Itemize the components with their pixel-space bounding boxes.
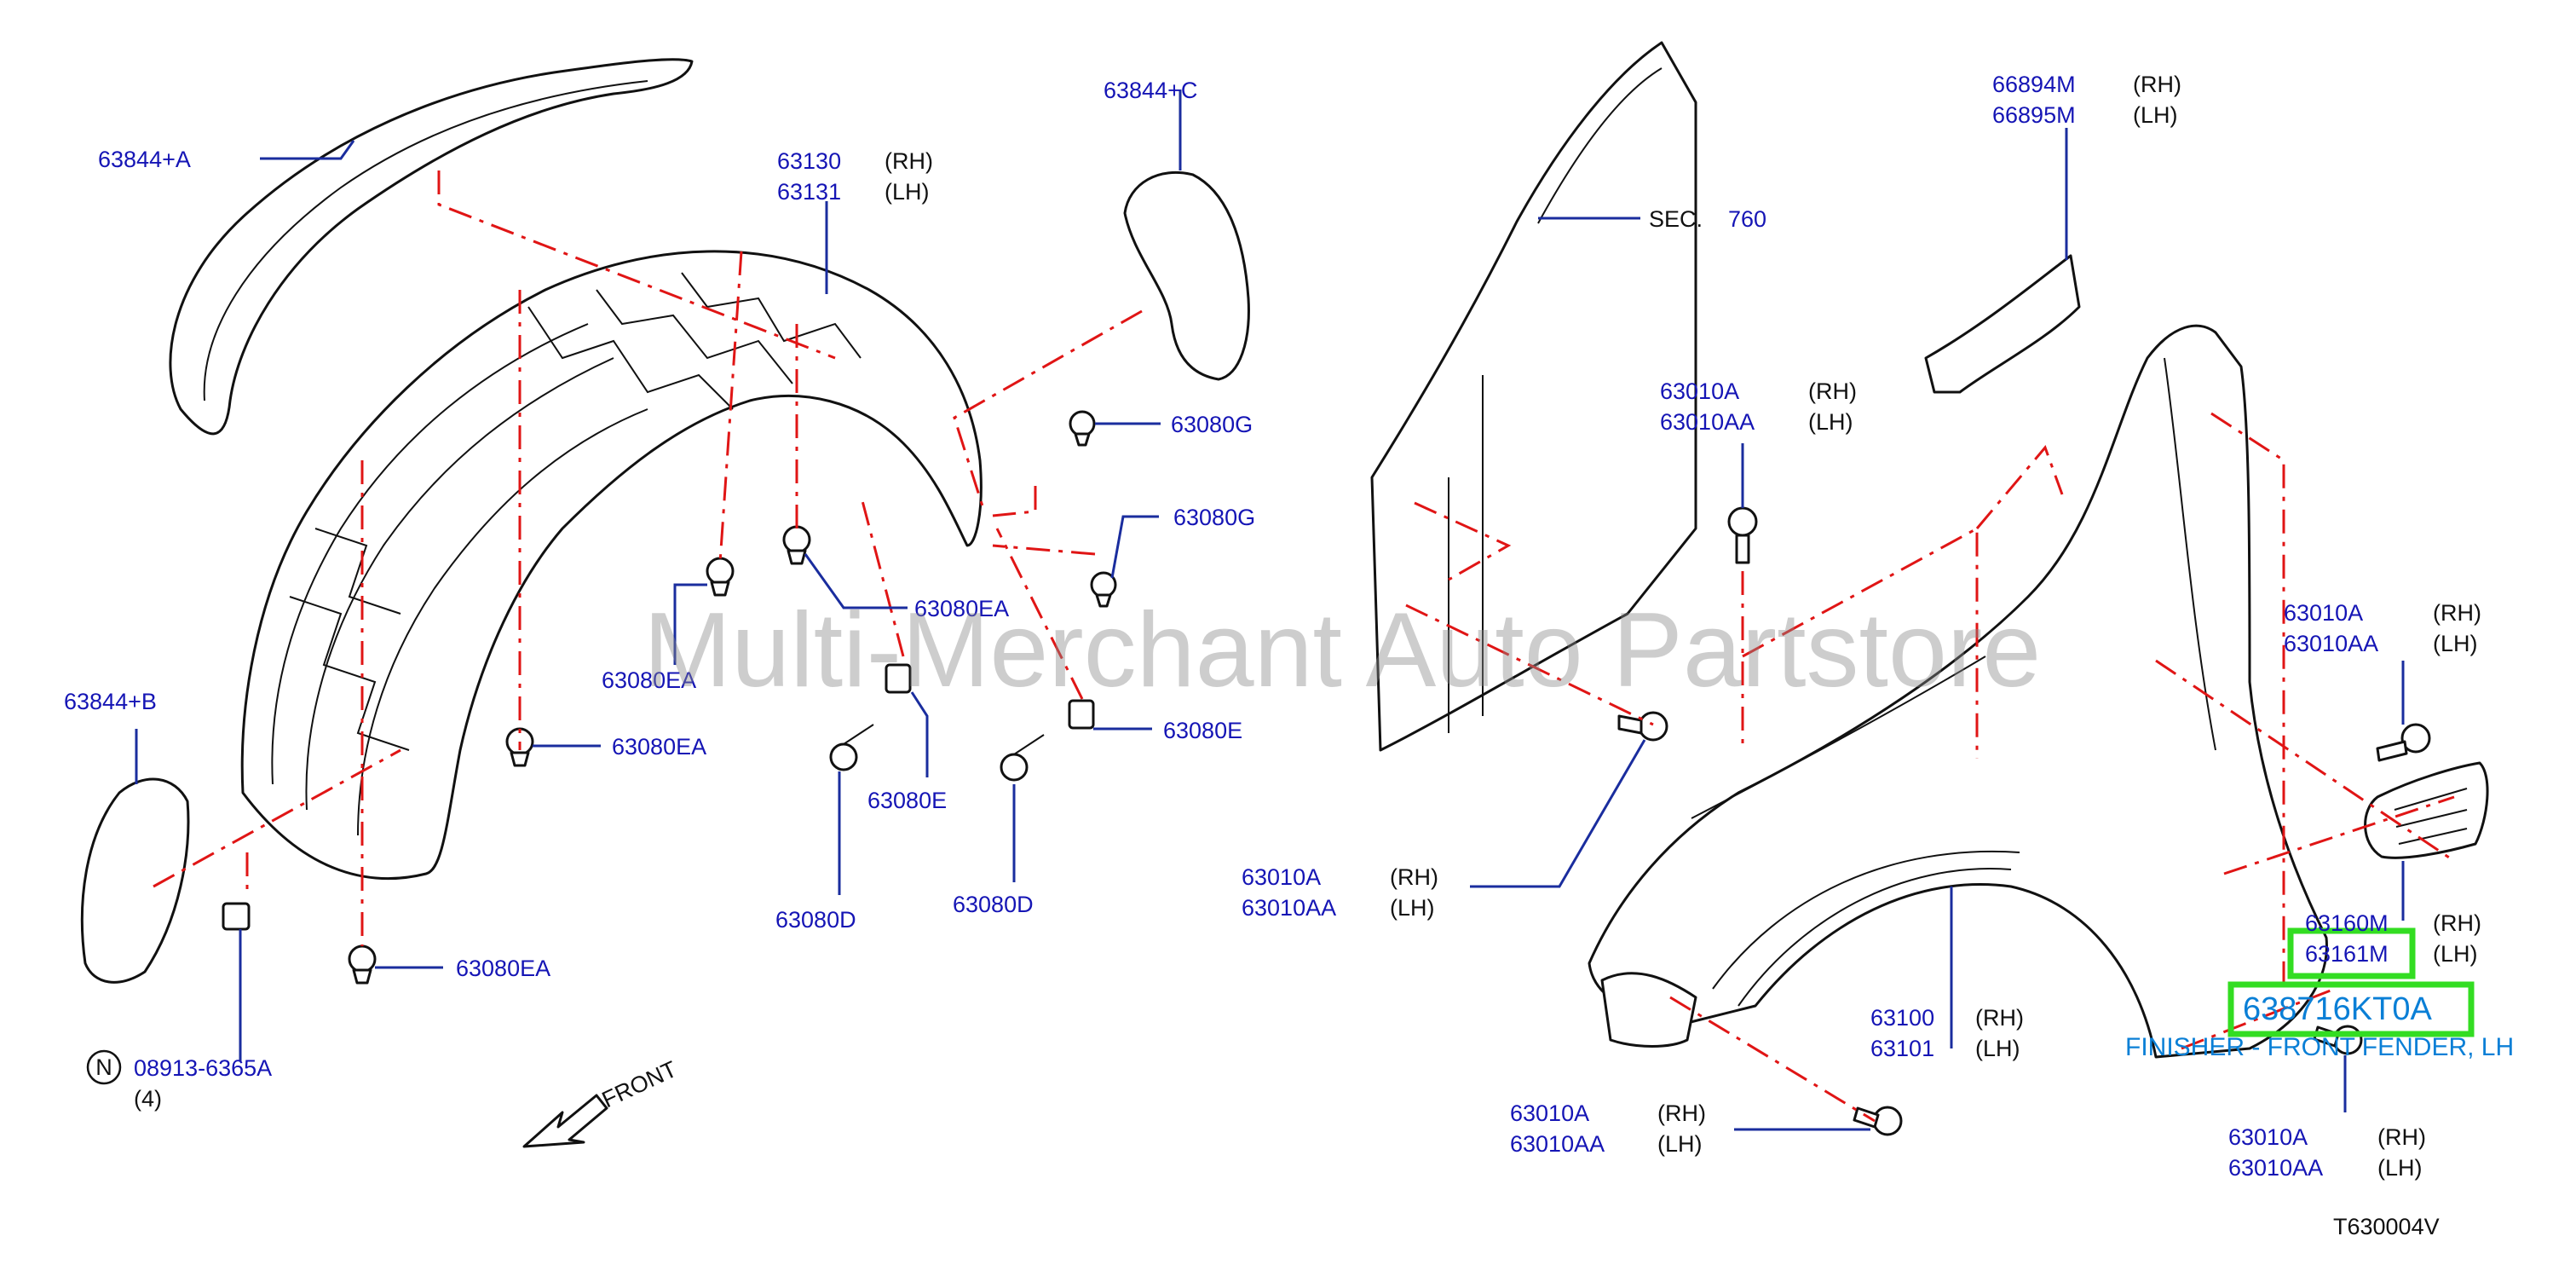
label-63161m-lh: (LH) <box>2433 941 2478 967</box>
front-protector-part[interactable] <box>1123 170 1250 381</box>
phantom-lines-right <box>1405 412 2455 1123</box>
bolt-63010-right[interactable] <box>2376 723 2431 762</box>
label-63100-rh: (RH) <box>1975 1005 2024 1031</box>
nut-63080e-1[interactable] <box>885 663 912 694</box>
label-63010a-1-rh: (RH) <box>1808 378 1857 404</box>
clip-63080g-2[interactable] <box>1090 571 1117 608</box>
nut-08913[interactable] <box>222 902 251 931</box>
n-symbol-letter: N <box>95 1054 112 1080</box>
label-63010aa-4[interactable]: 63010AA <box>1510 1131 1605 1157</box>
label-63010aa-5[interactable]: 63010AA <box>2228 1155 2323 1181</box>
label-63161m[interactable]: 63161M <box>2305 941 2389 967</box>
rear-flap-part[interactable] <box>80 777 190 984</box>
front-label: FRONT <box>598 1056 681 1112</box>
label-63010a-2-rh: (RH) <box>2433 600 2481 626</box>
label-66895m[interactable]: 66895M <box>1992 102 2076 128</box>
label-63010aa-1[interactable]: 63010AA <box>1660 409 1755 435</box>
label-66894m-rh: (RH) <box>2133 72 2181 97</box>
label-63080ea-4[interactable]: 63080EA <box>456 956 550 981</box>
fender-group <box>1370 41 2489 1059</box>
clip-fasteners <box>222 410 1117 985</box>
bolt-63010-top[interactable] <box>1727 506 1758 564</box>
fender-finisher-part[interactable] <box>2364 761 2489 859</box>
n-symbol-badge: N <box>86 1049 122 1085</box>
upper-protector-part[interactable] <box>169 58 694 436</box>
label-63010aa-3-lh: (LH) <box>1390 895 1435 921</box>
bolt-63010-midleft[interactable] <box>1617 711 1668 742</box>
highlight-part-description: FINISHER - FRONT FENDER, LH <box>2125 1033 2514 1061</box>
highlight-part-number[interactable]: 638716KT0A <box>2243 991 2432 1027</box>
highlight-box-finisher <box>2227 981 2475 1037</box>
label-63010aa-1-lh: (LH) <box>1808 409 1853 435</box>
label-63100[interactable]: 63100 <box>1870 1005 1934 1031</box>
front-fender-part[interactable] <box>1588 324 2328 1059</box>
label-63010a-5[interactable]: 63010A <box>2228 1124 2308 1150</box>
label-63010a-4-rh: (RH) <box>1657 1100 1706 1126</box>
label-63010a-1[interactable]: 63010A <box>1660 378 1739 404</box>
label-sec: SEC. <box>1649 206 1703 232</box>
label-63080ea-1[interactable]: 63080EA <box>914 596 1009 621</box>
label-63130-rh: (RH) <box>885 148 933 174</box>
label-63160m-rh: (RH) <box>2433 910 2481 936</box>
screw-63080d-1[interactable] <box>829 724 874 771</box>
label-63101[interactable]: 63101 <box>1870 1036 1934 1061</box>
label-63010a-3-rh: (RH) <box>1390 864 1438 890</box>
label-63010aa-2[interactable]: 63010AA <box>2284 631 2378 656</box>
diagram-code: T630004V <box>2333 1214 2440 1239</box>
label-63080e-1[interactable]: 63080E <box>867 788 947 813</box>
label-63080g-1[interactable]: 63080G <box>1171 412 1253 437</box>
label-63010aa-5-lh: (LH) <box>2377 1155 2423 1181</box>
label-63010aa-2-lh: (LH) <box>2433 631 2478 656</box>
label-63080d-1[interactable]: 63080D <box>775 907 856 933</box>
clip-63080g-1[interactable] <box>1069 410 1096 447</box>
watermark-text: Multi-Merchant Auto Partstore <box>643 592 2041 709</box>
label-63130[interactable]: 63130 <box>777 148 841 174</box>
bolt-63010-bottom[interactable] <box>1853 1106 1903 1136</box>
leader-lines <box>135 90 2405 1131</box>
highlight-box-63161m <box>2287 927 2416 979</box>
label-66894m[interactable]: 66894M <box>1992 72 2076 97</box>
screw-63080d-2[interactable] <box>1000 734 1045 782</box>
label-66895m-lh: (LH) <box>2133 102 2178 128</box>
label-sec-760[interactable]: 760 <box>1728 206 1766 232</box>
front-direction-arrow <box>522 1094 608 1148</box>
label-63010a-4[interactable]: 63010A <box>1510 1100 1589 1126</box>
label-63010aa-4-lh: (LH) <box>1657 1131 1703 1157</box>
label-63010aa-3[interactable]: 63010AA <box>1242 895 1336 921</box>
label-63101-lh: (LH) <box>1975 1036 2020 1061</box>
label-63844b[interactable]: 63844+B <box>64 689 157 714</box>
label-63080g-2[interactable]: 63080G <box>1173 505 1255 530</box>
label-63844c[interactable]: 63844+C <box>1104 78 1197 103</box>
label-63080ea-3[interactable]: 63080EA <box>612 734 706 760</box>
label-63010a-5-rh: (RH) <box>2377 1124 2426 1150</box>
label-63080e-2[interactable]: 63080E <box>1163 718 1242 743</box>
clip-63080ea-2[interactable] <box>782 525 811 565</box>
label-08913-qty: (4) <box>134 1086 162 1112</box>
label-63010a-3[interactable]: 63010A <box>1242 864 1321 890</box>
inner-liner-part[interactable] <box>240 250 983 881</box>
clip-63080ea-1[interactable] <box>706 557 735 597</box>
phantom-lines-left <box>153 170 1143 946</box>
nut-63080e-2[interactable] <box>1068 699 1095 730</box>
label-63080d-2[interactable]: 63080D <box>953 892 1034 917</box>
label-63080ea-2[interactable]: 63080EA <box>602 667 696 693</box>
fender-bracket-part[interactable] <box>1924 254 2081 394</box>
label-63131-lh: (LH) <box>885 179 930 205</box>
label-63010a-2[interactable]: 63010A <box>2284 600 2363 626</box>
clip-63080ea-4[interactable] <box>348 944 377 985</box>
label-63160m[interactable]: 63160M <box>2305 910 2389 936</box>
splash-guard-part[interactable] <box>1600 972 1697 1048</box>
label-63844a[interactable]: 63844+A <box>98 147 191 172</box>
label-08913[interactable]: 08913-6365A <box>134 1055 272 1081</box>
fender-liner-group <box>80 58 1250 984</box>
label-63131[interactable]: 63131 <box>777 179 841 205</box>
